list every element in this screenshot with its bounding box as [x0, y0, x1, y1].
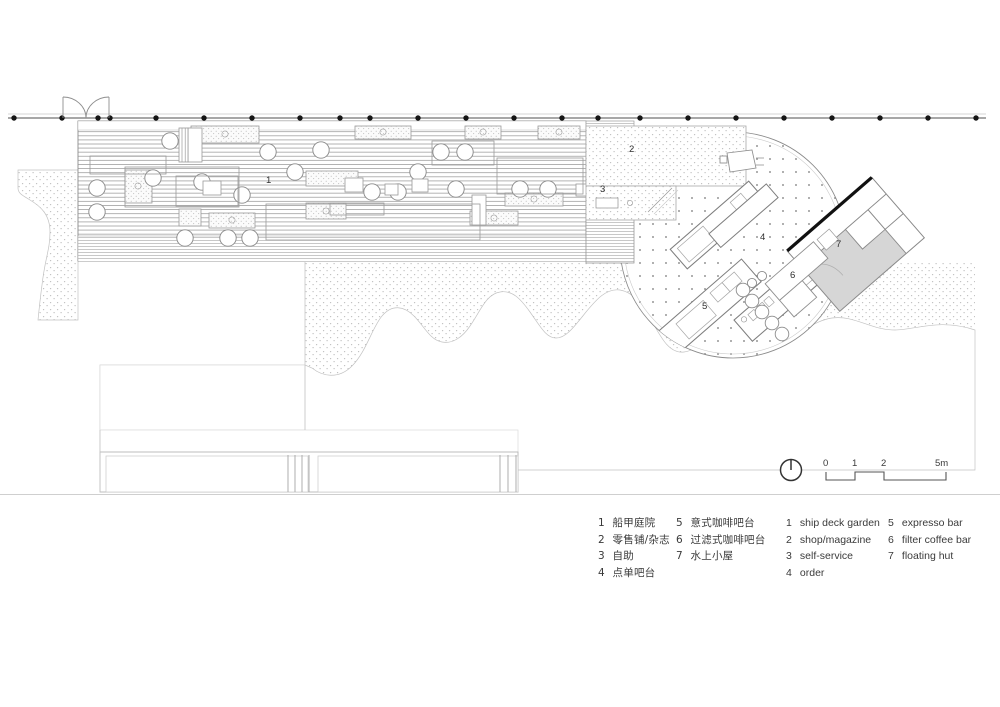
legend-num: 1 — [598, 517, 605, 529]
legend-text: order — [799, 566, 825, 579]
shop-self-service-zone — [585, 125, 747, 221]
legend-text: 自助 — [612, 550, 634, 562]
legend-num: 4 — [598, 566, 605, 579]
plan-label-1: 1 — [266, 175, 271, 186]
legend-item: 3 self-service — [786, 548, 880, 565]
legend-text: 船甲庭院 — [612, 517, 656, 529]
legend-item: 2 零售铺/杂志 — [598, 532, 670, 549]
legend-item: 3 自助 — [598, 548, 670, 565]
service-cart — [719, 149, 764, 173]
legend-english-column-1: 1 ship deck garden 2 shop/magazine 3 sel… — [786, 515, 880, 581]
legend-num: 3 — [786, 550, 792, 562]
legend-item: 4 点单吧台 — [598, 565, 670, 582]
post-dots — [11, 115, 979, 121]
legend-text: 过滤式咖啡吧台 — [690, 533, 766, 546]
legend-item: 6 过滤式咖啡吧台 — [676, 532, 765, 549]
legend-num: 7 — [676, 550, 683, 562]
top-post-line — [8, 96, 986, 121]
legend-num: 5 — [888, 517, 894, 529]
legend-text: 点单吧台 — [612, 566, 656, 579]
legend-num: 1 — [786, 517, 792, 529]
legend-item: 5 意式咖啡吧台 — [676, 515, 765, 532]
legend-num: 7 — [888, 550, 894, 562]
legend-item: 2 shop/magazine — [786, 532, 880, 549]
legend-item: 5 expresso bar — [888, 515, 971, 532]
legend-num: 2 — [598, 533, 605, 546]
legend-text: ship deck garden — [799, 517, 880, 529]
plan-number-labels: 1 2 3 4 5 6 7 — [266, 144, 841, 312]
legend-num: 6 — [888, 533, 894, 546]
scale-end-label: 5m — [935, 458, 949, 469]
legend-english-column-2: 5 expresso bar 6 filter coffee bar 7 flo… — [888, 515, 971, 565]
legend-chinese-column-1: 1 船甲庭院 2 零售铺/杂志 3 自助 4 点单吧台 — [598, 515, 670, 581]
plan-label-3: 3 — [600, 184, 605, 195]
scale-bar-graphic — [779, 458, 947, 482]
legend-num: 3 — [598, 550, 605, 562]
landscape-bed-left — [17, 169, 79, 321]
scale-bar: 0 1 2 5m — [780, 455, 980, 495]
plan-label-7: 7 — [836, 239, 841, 250]
legend-item: 6 filter coffee bar — [888, 532, 971, 549]
expresso-bar-counter — [644, 258, 762, 358]
plan-label-6: 6 — [790, 270, 795, 281]
deck-furniture — [88, 125, 591, 247]
scale-tick-1: 1 — [852, 458, 858, 469]
legend-num: 4 — [786, 566, 792, 579]
legend-text: self-service — [799, 550, 854, 562]
legend-text: filter coffee bar — [901, 533, 972, 546]
legend-item: 7 floating hut — [888, 548, 971, 565]
legend-item: 1 船甲庭院 — [598, 515, 670, 532]
plan-label-5: 5 — [702, 301, 707, 312]
plaza-equipment — [644, 149, 846, 358]
plan-label-4: 4 — [760, 232, 765, 243]
bar-stools — [735, 270, 790, 342]
legend-text: floating hut — [901, 550, 954, 562]
plan-label-2: 2 — [629, 144, 634, 155]
legend-text: shop/magazine — [799, 533, 872, 546]
legend-text: expresso bar — [901, 517, 963, 529]
legend-num: 2 — [786, 533, 792, 546]
scale-tick-2: 2 — [881, 458, 887, 469]
legend-item: 1 ship deck garden — [786, 515, 880, 532]
legend-num: 5 — [676, 517, 683, 529]
legend-text: 意式咖啡吧台 — [690, 517, 755, 529]
legend-text: 水上小屋 — [690, 550, 734, 562]
order-bar-counter-2 — [708, 183, 779, 249]
legend-item: 4 order — [786, 565, 880, 582]
hut-approach-deck — [764, 241, 829, 318]
sheet-divider — [0, 494, 1000, 495]
scale-tick-0: 0 — [823, 458, 829, 469]
ground-block-lower-left — [99, 364, 306, 431]
order-bar-counter — [669, 180, 767, 270]
legend-num: 6 — [676, 533, 683, 546]
legend-text: 零售铺/杂志 — [612, 533, 670, 546]
legend-chinese-column-2: 5 意式咖啡吧台 6 过滤式咖啡吧台 7 水上小屋 — [676, 515, 765, 565]
legend-item: 7 水上小屋 — [676, 548, 765, 565]
double-door-swing — [62, 96, 110, 119]
lower-building-strip — [99, 262, 519, 493]
